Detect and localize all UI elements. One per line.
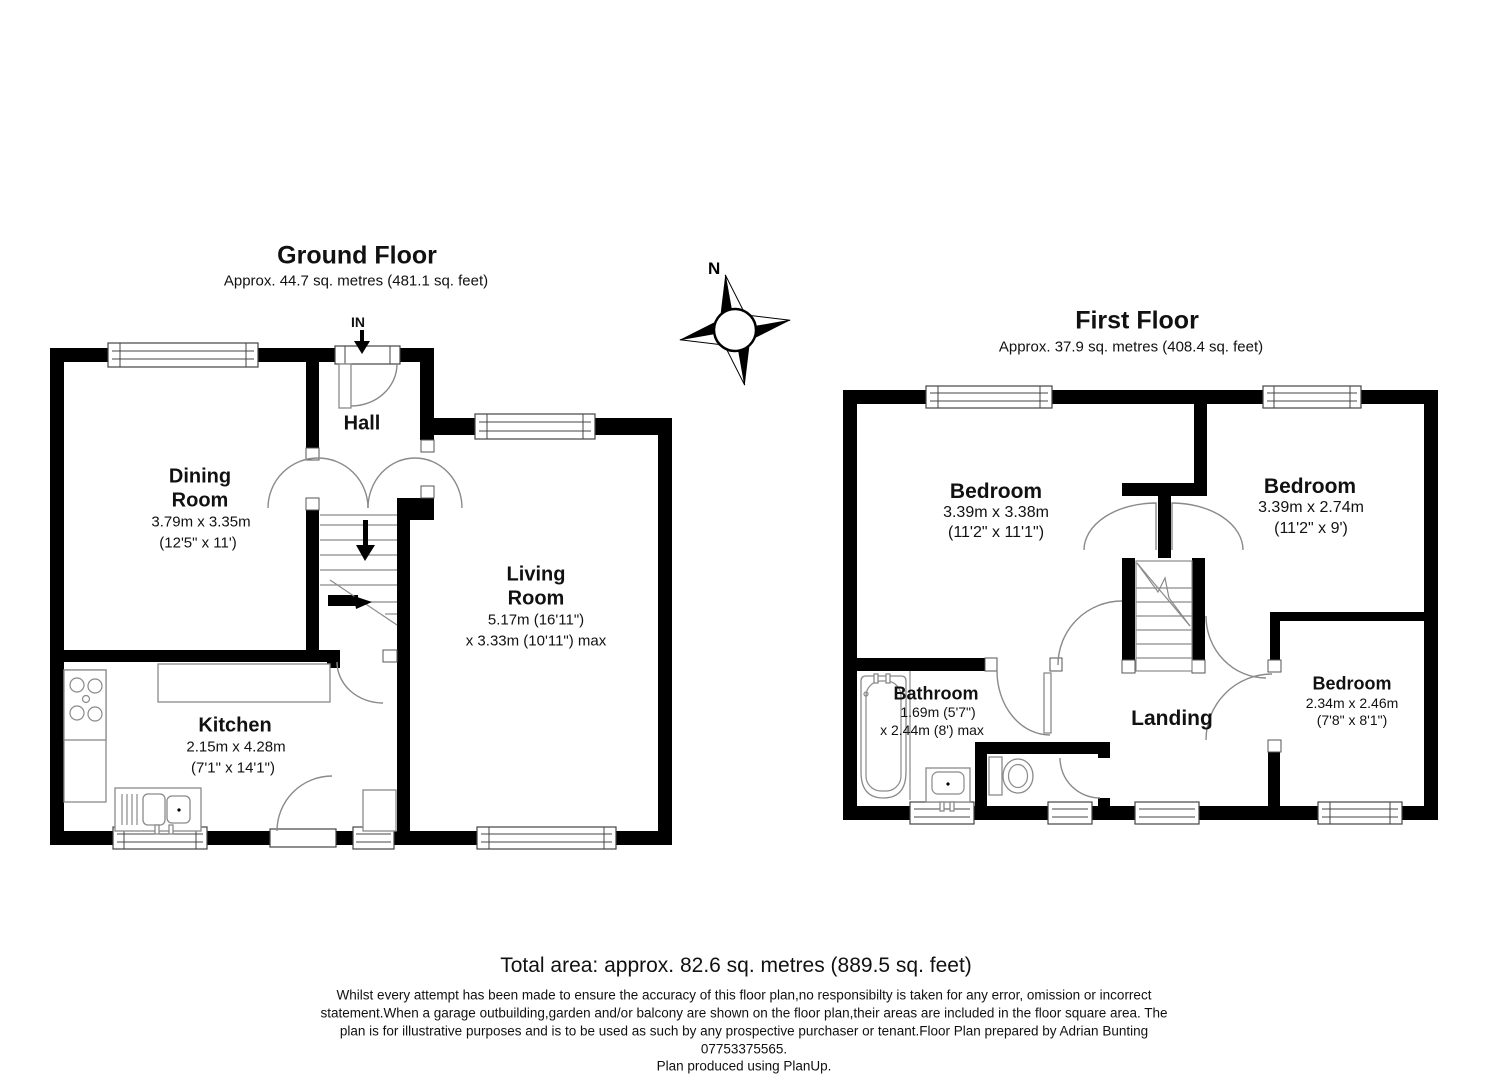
bathroom-dim-metric: 1.69m (5'7") — [900, 704, 976, 720]
lobby-door-icon — [336, 661, 384, 704]
landing-label: Landing — [1131, 707, 1213, 730]
living-bottom-window-icon — [476, 826, 617, 850]
first-floor-windows — [909, 385, 1403, 825]
bathroom-door-icon — [996, 670, 1051, 736]
total-area-label: Total area: approx. 82.6 sq. metres (889… — [500, 954, 972, 977]
hob-icon — [63, 669, 107, 741]
bathroom-dim-imperial: x 2.44m (8') max — [880, 722, 984, 738]
entrance-door-icon — [334, 345, 401, 409]
living-room-label: Living Room — [506, 563, 566, 609]
bedroom3-dim-imperial: (7'8" x 8'1") — [1316, 712, 1388, 728]
first-floor-title: First Floor — [1075, 306, 1199, 335]
bathroom-door-leaf-icon — [1043, 672, 1052, 734]
bedroom3-dim-metric: 2.34m x 2.46m — [1305, 695, 1399, 711]
first-floor-area: Approx. 37.9 sq. metres (408.4 sq. feet) — [998, 338, 1264, 356]
bedroom2-dim-imperial: (11'2" x 9') — [1274, 520, 1348, 537]
basin-icon — [925, 767, 971, 812]
toilet-icon — [988, 756, 1034, 796]
entrance-in-label: IN — [351, 314, 365, 330]
first-floor-walls — [843, 390, 1438, 820]
bedroom1-label: Bedroom — [949, 480, 1043, 503]
bedroom2-door-icon — [1205, 615, 1267, 679]
ground-floor-windows — [107, 342, 617, 850]
bedroom2-dim-metric: 3.39m x 2.74m — [1258, 499, 1364, 516]
living-top-window-icon — [474, 413, 596, 440]
dining-room-label: Dining Room — [168, 465, 232, 511]
first-floor-doors — [996, 502, 1273, 799]
dining-room-dim-imperial: (12'5" x 11') — [159, 534, 237, 552]
understairs-cupboard-icon — [362, 789, 397, 832]
first-staircase — [1135, 560, 1193, 672]
living-room-dim-metric: 5.17m (16'11") — [487, 611, 585, 629]
bedroom1-door-icon — [1057, 600, 1123, 666]
wc-door-icon — [1059, 757, 1101, 799]
bath-icon — [860, 673, 907, 799]
bedroom1-top-door-icon — [1083, 502, 1157, 551]
bedroom2-label: Bedroom — [1263, 475, 1357, 498]
compass-icon — [679, 274, 791, 386]
bedroom2-window-icon — [1262, 385, 1362, 409]
plan-credit: Plan produced using PlanUp. — [656, 1058, 832, 1074]
first-floor-plan — [843, 385, 1438, 825]
disclaimer-line-1: Whilst every attempt has been made to en… — [336, 987, 1152, 1003]
bathroom-label: Bathroom — [893, 683, 979, 704]
bedroom1-dim-imperial: (11'2" x 11'1") — [947, 524, 1045, 541]
bedroom3-label: Bedroom — [1312, 673, 1392, 694]
bedroom3-window-icon — [1317, 801, 1403, 825]
kitchen-label: Kitchen — [198, 714, 272, 737]
bedroom1-dim-metric: 3.39m x 3.38m — [943, 504, 1049, 521]
ground-staircase — [320, 514, 398, 626]
disclaimer-line-2: statement.When a garage outbuilding,gard… — [320, 1005, 1168, 1021]
living-room-dim-imperial: x 3.33m (10'11") max — [465, 632, 607, 650]
ground-floor-title: Ground Floor — [277, 241, 437, 270]
entrance-in-arrow-icon — [354, 330, 370, 354]
disclaimer-phone: 07753375565. — [700, 1041, 788, 1057]
hall-label: Hall — [343, 412, 381, 435]
kitchen-dim-metric: 2.15m x 4.28m — [186, 738, 286, 756]
bedroom2-top-door-icon — [1171, 502, 1244, 551]
compass-north-label: N — [708, 259, 720, 278]
stairs-down-arrow-icon — [356, 520, 375, 561]
disclaimer-line-3: plan is for illustrative purposes and is… — [339, 1023, 1149, 1039]
archway-icon — [267, 457, 463, 509]
kitchen-sink-icon — [114, 787, 202, 835]
bedroom3-door-icon — [1205, 673, 1273, 741]
kitchen-dim-imperial: (7'1" x 14'1") — [191, 759, 275, 777]
landing-window-icon — [1134, 801, 1200, 825]
ground-floor-plan — [50, 330, 672, 850]
stair-turn-arrow-icon — [354, 596, 372, 609]
back-door-icon — [269, 775, 337, 848]
dining-room-dim-metric: 3.79m x 3.35m — [151, 513, 251, 531]
wc-window-icon — [1047, 801, 1093, 825]
ground-floor-area: Approx. 44.7 sq. metres (481.1 sq. feet) — [223, 272, 489, 290]
bedroom1-window-icon — [925, 385, 1053, 409]
dining-window-icon — [107, 342, 259, 368]
